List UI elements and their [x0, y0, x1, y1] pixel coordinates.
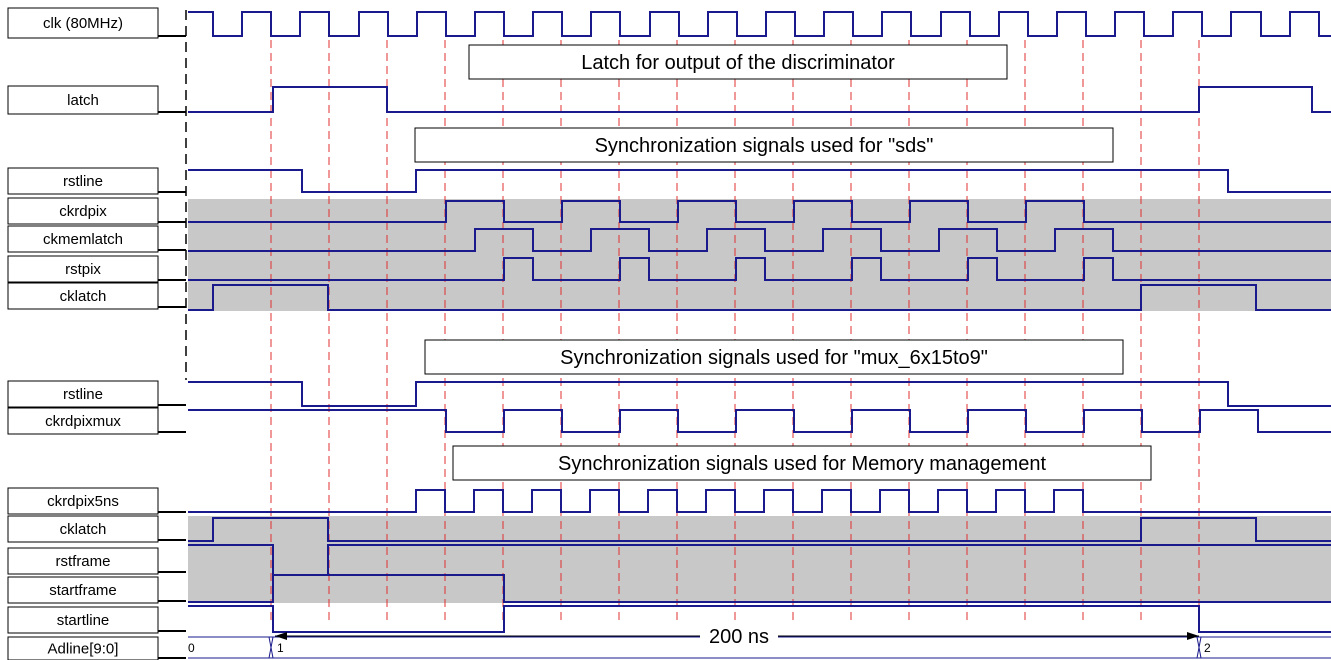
signal-name: rstline [63, 386, 103, 403]
signal-label-6: cklatch [7, 282, 186, 310]
signal-label-8: ckrdpixmux [7, 407, 186, 435]
bus-value-1: 1 [277, 641, 284, 655]
section-banners: Latch for output of the discriminatorSyn… [414, 44, 1152, 481]
section-banner: Latch for output of the discriminator [468, 44, 1008, 80]
signal-label-1: latch [7, 85, 186, 115]
signal-name: cklatch [60, 521, 107, 538]
signal-name: rstpix [65, 261, 101, 278]
signal-name: ckrdpix [59, 203, 107, 220]
banner-text: Synchronization signals used for "mux_6x… [560, 347, 988, 369]
waveform [188, 200, 1331, 223]
waveforms [188, 11, 1331, 659]
waveform [188, 86, 1331, 113]
banner-text: Latch for output of the discriminator [581, 52, 895, 74]
signal-name: rstline [63, 173, 103, 190]
signal-label-11: rstframe [7, 547, 186, 575]
waveform [188, 517, 1331, 542]
waveform [188, 409, 1331, 433]
bus-transition [268, 636, 274, 659]
waveform [188, 257, 1331, 281]
signal-name: ckrdpixmux [45, 413, 121, 430]
waveform [188, 284, 1331, 311]
waveform [188, 489, 1331, 513]
banner-text: Synchronization signals used for Memory … [558, 453, 1046, 475]
bus-values: 0 1 2 [188, 641, 1211, 655]
signal-label-3: ckrdpix [7, 197, 186, 225]
banner-text: Synchronization signals used for "sds" [595, 135, 934, 157]
shade-band [188, 199, 1331, 311]
signal-name: ckrdpix5ns [47, 493, 119, 510]
signal-label-5: rstpix [7, 255, 186, 283]
bus-transition [1196, 636, 1202, 659]
signal-label-4: ckmemlatch [7, 225, 186, 253]
measure-label: 200 ns [709, 626, 769, 648]
waveform [188, 381, 1331, 407]
signal-name: rstframe [55, 553, 110, 570]
waveform [188, 11, 1331, 37]
signal-name: cklatch [60, 288, 107, 305]
waveform [188, 574, 1331, 603]
bus-value-0: 0 [188, 641, 195, 655]
section-banner: Synchronization signals used for Memory … [452, 445, 1152, 481]
signal-label-10: cklatch [7, 515, 186, 543]
bus-value-2: 2 [1204, 641, 1211, 655]
section-banner: Synchronization signals used for "mux_6x… [424, 339, 1124, 375]
waveform [188, 605, 1331, 633]
signal-label-12: startframe [7, 576, 186, 604]
shade-band [188, 516, 1331, 603]
signal-labels: clk (80MHz) latch rstline ckrdpix ckmemlatch… [7, 7, 187, 660]
signal-name: latch [67, 92, 99, 109]
waveform [188, 169, 1331, 193]
signal-label-13: startline [7, 606, 186, 634]
signal-name: ckmemlatch [43, 231, 123, 248]
signal-name: startframe [49, 582, 117, 599]
signal-label-9: ckrdpix5ns [7, 487, 186, 515]
signal-label-2: rstline [7, 167, 186, 195]
signal-label-0: clk (80MHz) [7, 7, 186, 39]
section-banner: Synchronization signals used for "sds" [414, 127, 1114, 163]
shaded-regions [188, 199, 1331, 603]
waveform [188, 228, 1331, 252]
signal-name: startline [57, 612, 110, 629]
signal-name: clk (80MHz) [43, 15, 123, 32]
measurement-200ns: 200 ns [275, 624, 1199, 648]
signal-name: Adline[9:0] [48, 641, 119, 658]
signal-label-7: rstline [7, 380, 186, 408]
signal-label-14: Adline[9:0] [7, 636, 186, 660]
